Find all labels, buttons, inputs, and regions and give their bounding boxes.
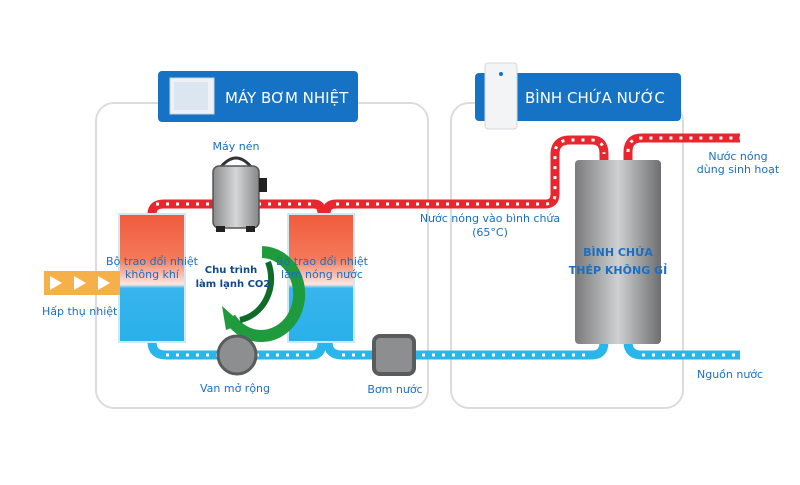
water-tank-header: BÌNH CHỨA NƯỚC bbox=[475, 62, 681, 130]
stainless-steel-tank bbox=[575, 160, 661, 344]
hot-water-in-label-2: (65°C) bbox=[472, 226, 508, 239]
water-exchanger-label-1: Bộ trao đổi nhiệt bbox=[276, 255, 369, 268]
tank-label-1: BÌNH CHỨA bbox=[583, 246, 653, 259]
hot-pipe-air-exchanger-to-compressor bbox=[147, 199, 214, 215]
heat-pump-title: MÁY BƠM NHIỆT bbox=[225, 88, 349, 107]
air-heat-exchanger bbox=[118, 213, 186, 343]
hot-pipe-arrows bbox=[156, 136, 740, 206]
tank-label-2: THÉP KHÔNG GỈ bbox=[569, 263, 667, 277]
hot-pipe-water-exchanger-to-tank bbox=[321, 135, 609, 215]
water-heater-icon bbox=[484, 62, 518, 130]
expansion-valve-icon bbox=[216, 334, 258, 376]
water-pump-icon bbox=[372, 334, 416, 376]
co2-cycle-label-1: Chu trình bbox=[205, 264, 257, 276]
water-source-label: Nguồn nước bbox=[697, 368, 763, 381]
co2-cycle-arrow-icon bbox=[222, 246, 306, 342]
hot-water-out-label-1: Nước nóng bbox=[708, 150, 767, 163]
heat-pump-header: MÁY BƠM NHIỆT bbox=[158, 71, 358, 122]
compressor-icon bbox=[212, 156, 267, 232]
water-tank-title: BÌNH CHỨA NƯỚC bbox=[525, 88, 665, 107]
heat-absorption-arrows-icon bbox=[44, 271, 120, 295]
air-exchanger-label-1: Bộ trao đổi nhiệt bbox=[106, 255, 199, 268]
cold-pipe-source-to-tank bbox=[623, 341, 740, 360]
water-pump-label: Bơm nước bbox=[367, 383, 422, 396]
compressor-label: Máy nén bbox=[213, 140, 260, 153]
expansion-valve-label: Van mở rộng bbox=[200, 382, 270, 395]
hot-water-out-label-2: dùng sinh hoạt bbox=[697, 163, 780, 176]
heat-absorption-label: Hấp thụ nhiệt bbox=[42, 305, 118, 318]
water-exchanger-label-2: làm nóng nước bbox=[281, 268, 363, 281]
hot-water-in-label-1: Nước nóng vào bình chứa bbox=[420, 212, 560, 225]
cold-pipe-pump-to-tank bbox=[323, 341, 609, 360]
co2-cycle-label-2: làm lạnh CO2 bbox=[196, 278, 271, 290]
air-exchanger-label-2: không khí bbox=[125, 268, 180, 281]
